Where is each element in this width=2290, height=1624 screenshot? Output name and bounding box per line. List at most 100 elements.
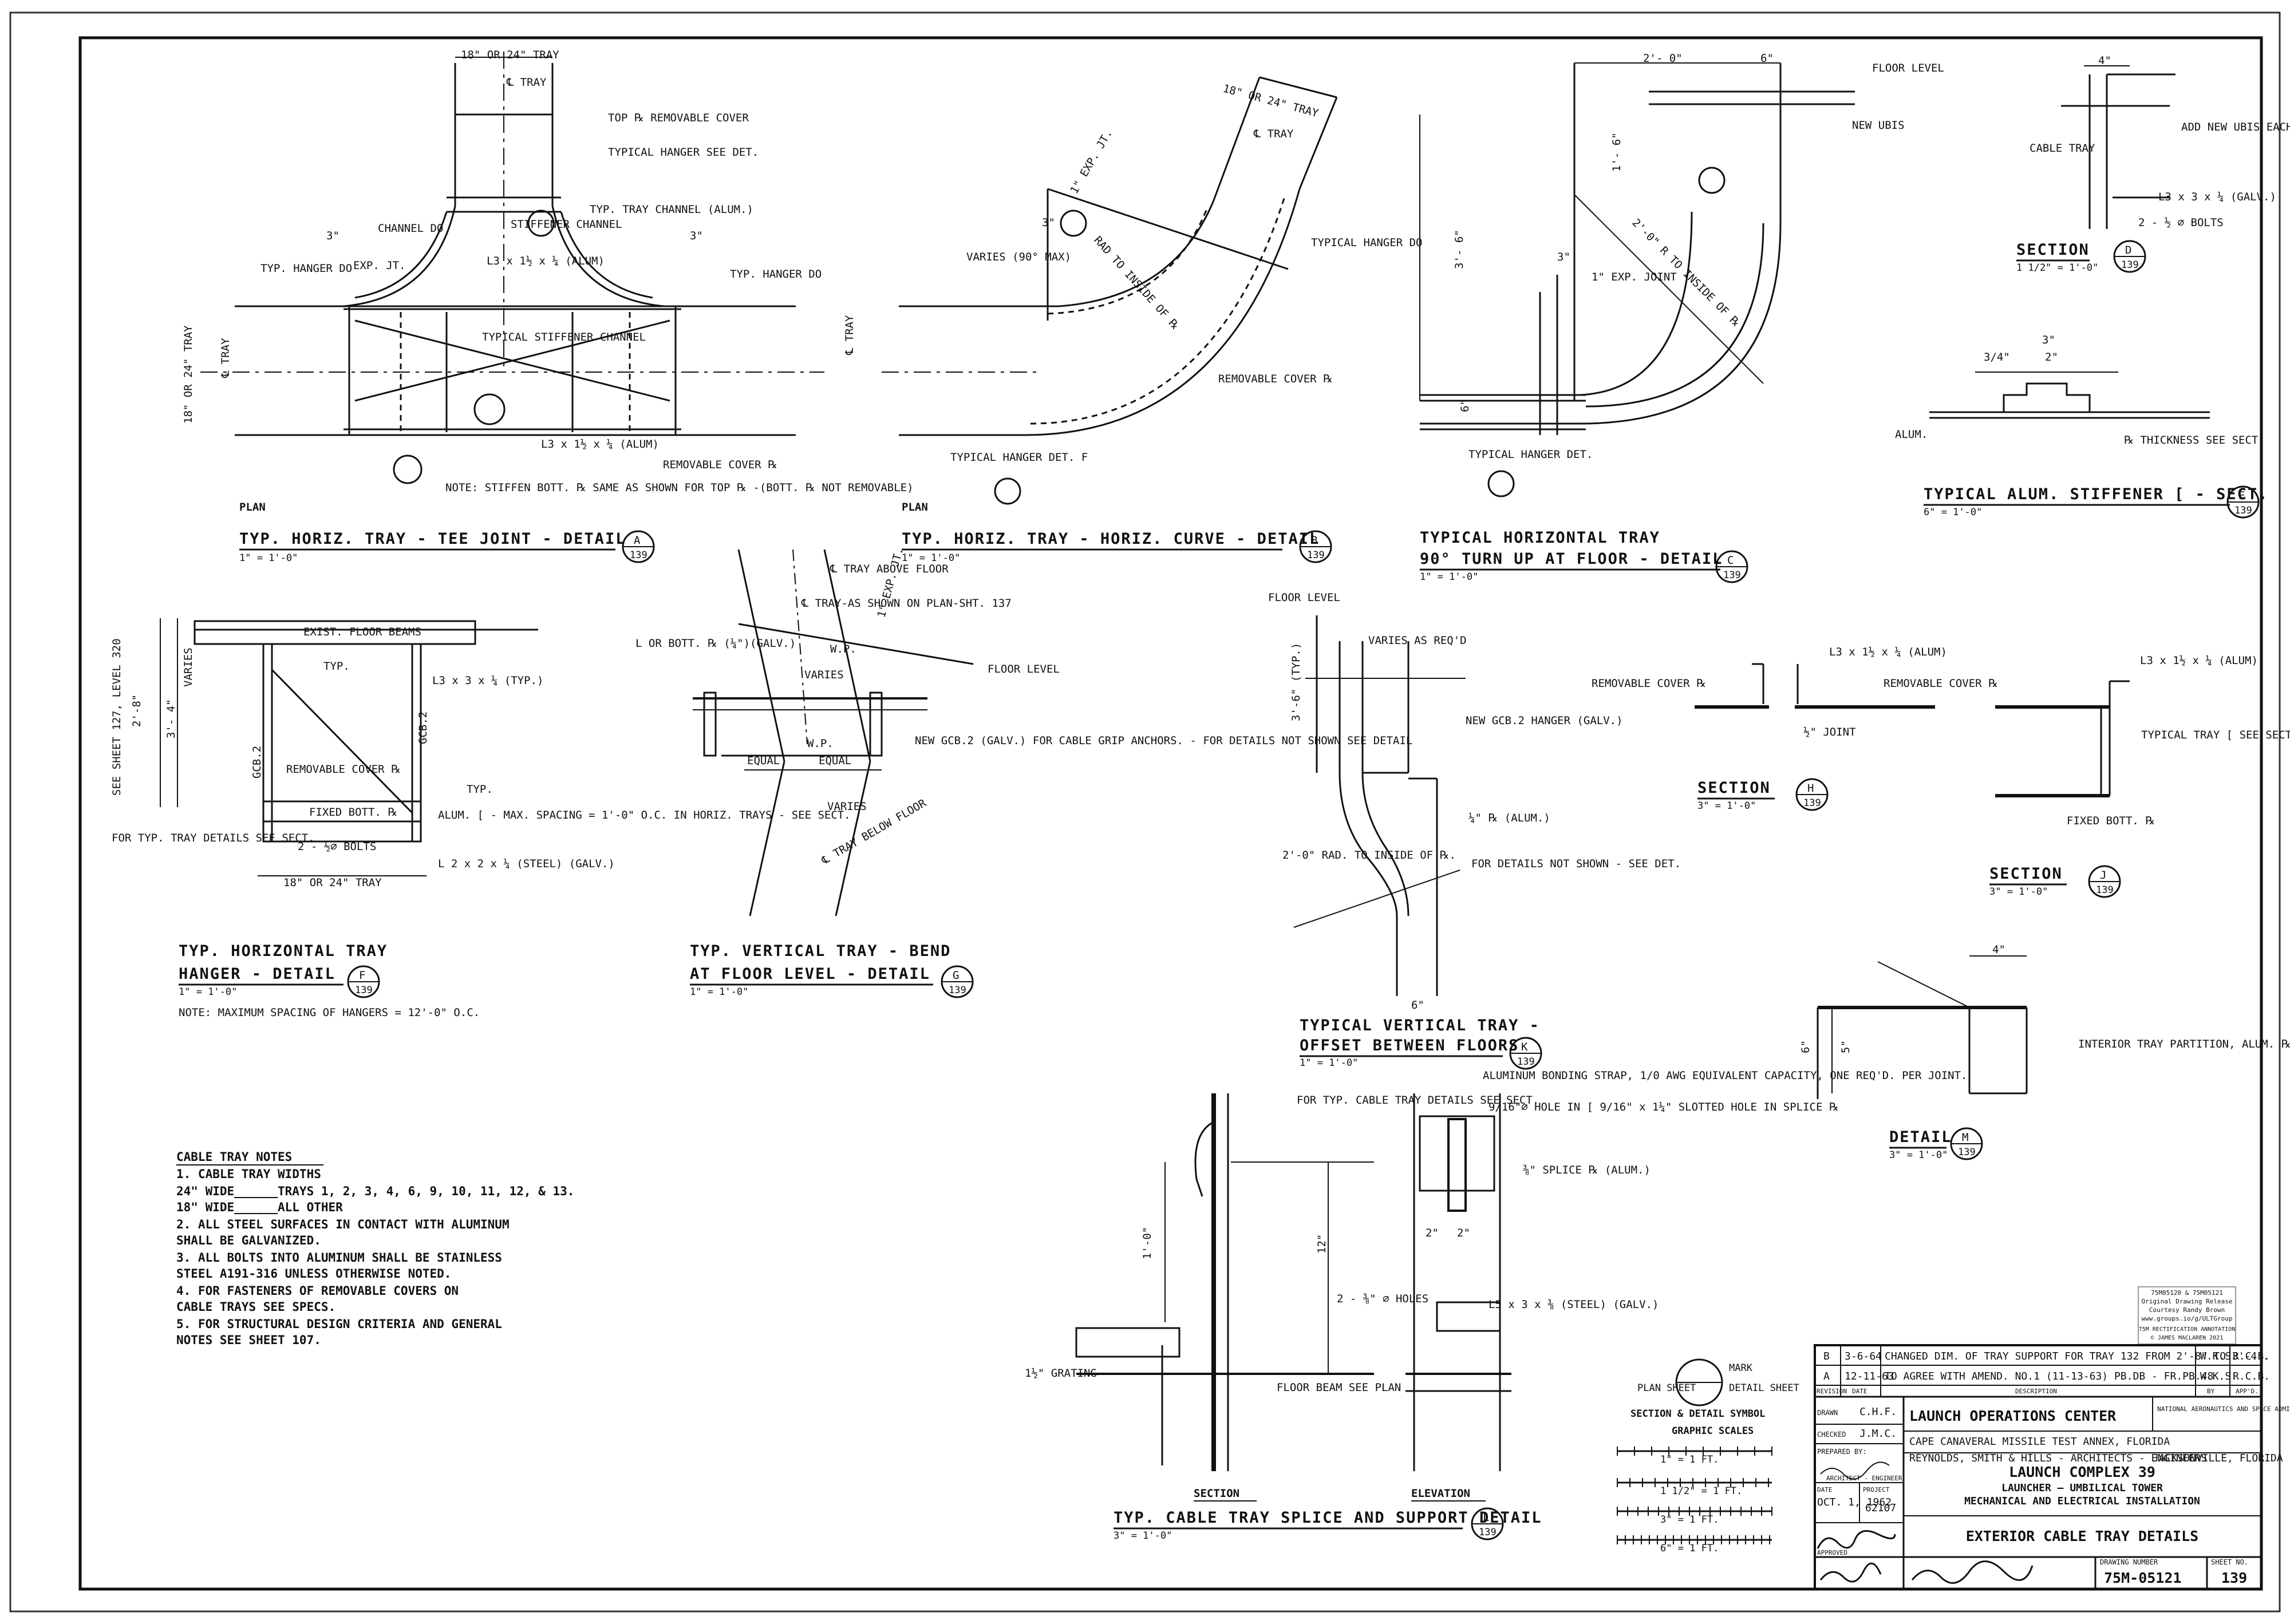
d-bolts: 2 - ½ ⌀ BOLTS	[2138, 216, 2224, 229]
f-steel: L 2 x 2 x ¼ (STEEL) (GALV.)	[438, 858, 615, 870]
m-interior: INTERIOR TRAY PARTITION, ALUM. ℞ ½" TYPI…	[2078, 1038, 2290, 1050]
g-equal-2: EQUAL	[819, 754, 851, 767]
m-scale: 3" = 1'-0"	[1889, 1149, 1948, 1161]
l-dim-1-0: 1'-0"	[1141, 1227, 1154, 1259]
g-title-1: TYP. VERTICAL TRAY - BEND	[690, 942, 951, 960]
c-scale: 1" = 1'-0"	[1420, 571, 1478, 583]
section-j	[1995, 680, 2130, 797]
h-scale: 3" = 1'-0"	[1697, 800, 1756, 812]
k-title-1: TYPICAL VERTICAL TRAY -	[1300, 1017, 1540, 1034]
scale-label-3: 6" = 1 FT.	[1660, 1543, 1719, 1554]
k-plate: ¼" ℞ (ALUM.)	[1468, 812, 1550, 824]
b-dim-3: 3"	[1042, 216, 1055, 229]
a-typ-stiffener: TYPICAL STIFFENER CHANNEL	[482, 331, 646, 343]
b-title: TYP. HORIZ. TRAY - HORIZ. CURVE - DETAIL	[902, 530, 1320, 548]
l-grating: 1½" GRATING	[1025, 1367, 1097, 1380]
f-typ-tray: FOR TYP. TRAY DETAILS SEE SECT.	[112, 832, 315, 844]
tb-project-label: PROJECT	[1863, 1486, 1890, 1493]
k-sheet: 139	[1517, 1056, 1535, 1068]
scale-label-0: 1" = 1 FT.	[1660, 1454, 1719, 1465]
cable-tray-notes: CABLE TRAY NOTES 1. CABLE TRAY WIDTHS 24…	[176, 1150, 574, 1347]
notes-heading: CABLE TRAY NOTES	[176, 1150, 292, 1164]
f-dim-2-8: 2'-8"	[131, 694, 143, 727]
b-typ-hanger: TYPICAL HANGER DO	[1311, 236, 1422, 249]
c-title-1: TYPICAL HORIZONTAL TRAY	[1420, 529, 1660, 547]
e-sheet: 139	[2234, 505, 2252, 516]
c-dim-6: 6"	[1760, 52, 1774, 65]
tb-prepared-label: PREPARED BY:	[1817, 1448, 1867, 1456]
f-scale: 1" = 1'-0"	[179, 986, 237, 998]
g-wp1: W.P.	[830, 643, 856, 655]
c-dim-top: 2'- 0"	[1643, 52, 1683, 65]
a-typ-hanger-do-left: TYP. HANGER DO	[260, 262, 352, 275]
l-bonding: ALUMINUM BONDING STRAP, 1/0 AWG EQUIVALE…	[1483, 1069, 1967, 1082]
detail-m	[1817, 955, 2028, 1099]
rev-0-date: 3-6-64	[1845, 1350, 1882, 1362]
section-j-labels: L3 x 1½ x ¼ (ALUM) TYPICAL TRAY [ SEE SE…	[1989, 654, 2290, 898]
c-mark: C	[1727, 554, 1734, 567]
tb-project-sub2: MECHANICAL AND ELECTRICAL INSTALLATION	[1964, 1495, 2200, 1507]
d-add-ubis: ADD NEW UBIS EACH SIDE OF TRAY LENGTH AS…	[2181, 121, 2290, 133]
b-cl-left: ℄ TRAY	[843, 315, 856, 355]
c-new-ubis: NEW UBIS	[1852, 119, 1905, 132]
rev-1-by: W.K.S.	[2200, 1370, 2237, 1382]
e-alum: ALUM.	[1895, 428, 1928, 441]
rev-hdr-by: BY	[2207, 1388, 2215, 1395]
section-d	[2061, 65, 2176, 229]
a-cl-left: ℄ TRAY	[219, 338, 232, 378]
g-wp2: W.P.	[807, 737, 834, 750]
l-dim-2a: 2"	[1426, 1227, 1439, 1239]
tb-approval-signature	[1911, 1560, 2034, 1584]
a-subtitle: PLAN	[239, 501, 266, 513]
k-floor-level: FLOOR LEVEL	[1268, 591, 1340, 604]
a-tray-left: 18" OR 24" TRAY	[182, 325, 195, 424]
a-stiffener-channel: STIFFENER CHANNEL	[511, 218, 622, 231]
tb-project: 62107	[1865, 1502, 1896, 1514]
l-mark: L	[1483, 1511, 1489, 1524]
f-sheet: 139	[355, 985, 373, 996]
rev-hdr-appd: APP'D.	[2236, 1388, 2259, 1395]
k-for-details: FOR DETAILS NOT SHOWN - SEE DET.	[1471, 858, 1681, 870]
a-removable-cover: REMOVABLE COVER ℞	[663, 459, 777, 471]
c-title-2: 90° TURN UP AT FLOOR - DETAIL	[1420, 550, 1723, 568]
tb-project-title: LAUNCH COMPLEX 39	[2009, 1464, 2155, 1480]
a-mark: A	[634, 534, 641, 547]
a-note: NOTE: STIFFEN BOTT. ℞ SAME AS SHOWN FOR …	[445, 481, 914, 494]
f-gcb-right: GCB.2	[417, 712, 429, 744]
f-see-sheet: SEE SHEET 127, LEVEL 320	[110, 638, 123, 796]
b-rad: RAD TO INSIDE OF ℞	[1091, 234, 1182, 333]
detail-c-labels: 2'- 0" 6" FLOOR LEVEL NEW UBIS 1'- 6" 3'…	[1420, 52, 1944, 583]
m-dim-4: 4"	[1992, 943, 2005, 956]
outer-border	[9, 11, 2281, 1613]
rev-hdr-revision: REVISION	[1817, 1388, 1847, 1395]
a-sheet: 139	[630, 550, 647, 561]
k-dim-6: 6"	[1411, 999, 1424, 1011]
j-sheet: 139	[2096, 884, 2114, 896]
section-e-labels: 3" 2" 3/4" ALUM. ℞ THICKNESS SEE SECT. T…	[1895, 334, 2267, 519]
l-scale: 3" = 1'-0"	[1114, 1530, 1172, 1542]
d-scale: 1 1/2" = 1'-0"	[2016, 262, 2098, 274]
e-dim-2: 2"	[2045, 351, 2058, 363]
f-fixed: FIXED BOTT. ℞	[309, 806, 397, 819]
g-sheet: 139	[949, 985, 966, 996]
watermark-box: 75M05120 & 75M05121 Original Drawing Rel…	[2138, 1286, 2236, 1345]
f-exist-beams: EXIST. FLOOR BEAMS	[303, 626, 421, 638]
rev-1-mark: A	[1823, 1370, 1830, 1382]
l-angle: L5 x 3 x ⅜ (STEEL) (GALV.)	[1488, 1298, 1659, 1311]
tb-sheet-no-label: SHEET NO.	[2211, 1558, 2248, 1566]
detail-b-horiz-curve	[882, 76, 1338, 505]
detail-k-offset	[1293, 615, 1466, 996]
rev-1-desc: TO AGREE WITH AMEND. NO.1 (11-13-63) PB.…	[1885, 1370, 2213, 1382]
l-title: TYP. CABLE TRAY SPLICE AND SUPPORT DETAI…	[1114, 1509, 1542, 1527]
f-removable: REMOVABLE COVER ℞	[286, 763, 401, 776]
a-channel-do: CHANNEL DO	[378, 222, 443, 235]
f-title-1: TYP. HORIZONTAL TRAY	[179, 942, 388, 960]
tb-dwg-no-label: DRAWING NUMBER	[2100, 1558, 2158, 1566]
tb-project-sub1: LAUNCHER — UMBILICAL TOWER	[2001, 1482, 2163, 1494]
watermark-line-3: www.groups.io/g/ULTGroup	[2142, 1315, 2233, 1322]
d-mark: D	[2125, 244, 2131, 256]
b-typ-hanger-det: TYPICAL HANGER DET. F	[950, 451, 1088, 464]
g-floor-level: FLOOR LEVEL	[988, 663, 1060, 675]
notes-item-10: NOTES SEE SHEET 107.	[176, 1333, 321, 1347]
j-typical: TYPICAL TRAY [ SEE SECT.	[2141, 729, 2290, 741]
